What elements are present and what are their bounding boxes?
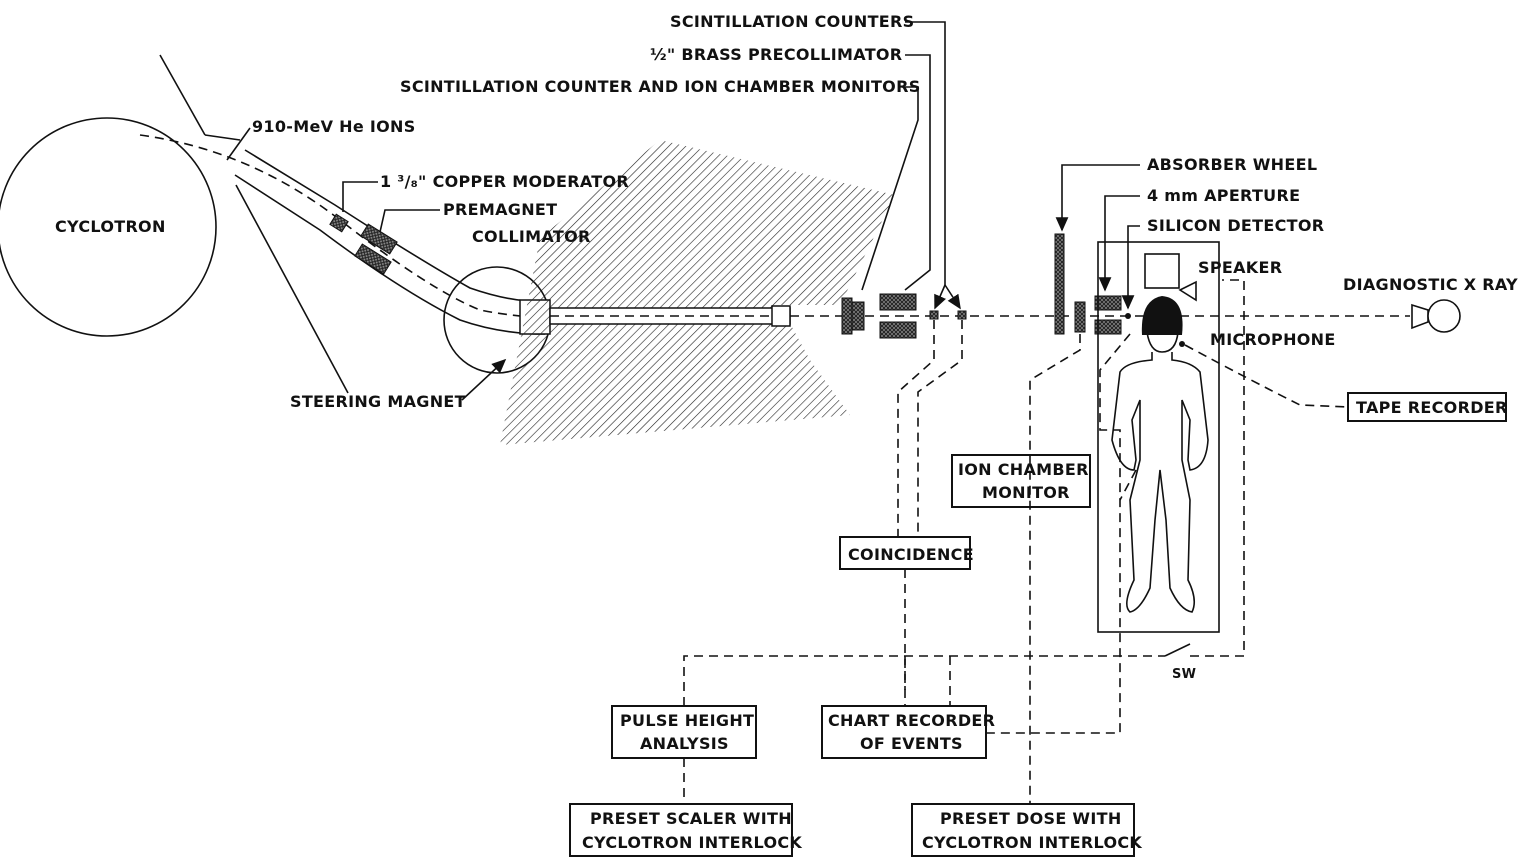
patient-face [1146,331,1179,353]
speaker-icon [1178,280,1197,302]
preset-scaler-box [569,803,793,857]
tape-recorder-box [1347,392,1507,422]
wire-scint2-coinc [917,320,963,537]
microphone-label: MICROPHONE [1210,330,1336,349]
premagnet-leader [379,209,440,233]
scint-ion-monitor-1 [841,297,853,335]
brass-precollimator-bottom [879,321,917,339]
scint-arrow-1 [934,284,946,310]
preset-scaler-label-1: PRESET SCALER WITH [590,809,792,828]
coincidence-label: COINCIDENCE [848,545,974,564]
switch-line [1164,643,1191,657]
cyclotron-label: CYCLOTRON [55,217,166,236]
shield-line-3 [235,184,349,394]
absorber-wheel [1054,233,1065,335]
scint-ion-monitor-2 [851,301,865,331]
speaker-label: SPEAKER [1198,258,1282,277]
scint-counter-2 [957,310,967,320]
xray-tube [1427,299,1461,333]
scintillation-counters-label: SCINTILLATION COUNTERS [670,12,914,31]
scint-counter-1 [929,310,939,320]
premagnet-label-1: PREMAGNET [443,200,557,219]
wall-pipe-end [771,305,791,327]
scint-arrow-2 [944,284,961,310]
he-ions-label: 910-MeV He IONS [252,117,416,136]
absorber-aux [1074,301,1086,333]
aperture-bottom [1094,319,1122,335]
chart-recorder-label-2: OF EVENTS [860,734,963,753]
wire-ion-dose [1029,334,1081,804]
premagnet-collimator-bottom [354,243,392,275]
absorber-wheel-label: ABSORBER WHEEL [1147,155,1317,174]
steering-magnet-leader [461,358,507,401]
microphone-icon [1179,341,1185,347]
shield-line-1 [159,54,206,136]
preset-dose-box [911,803,1135,857]
preset-dose-label-2: CYCLOTRON INTERLOCK [922,833,1142,852]
wire-switch-frame [1190,279,1245,657]
preset-dose-label-1: PRESET DOSE WITH [940,809,1122,828]
brass-precollimator-top [879,293,917,311]
copper-moderator [329,213,349,233]
wire-bus [683,655,1098,706]
beam-tube-upper [244,149,546,303]
counter-ion-monitors-leader [861,86,919,291]
tape-recorder-link [1184,344,1349,408]
wire-scint1-coinc [897,320,935,537]
silicon-detector-leader [1121,225,1140,310]
patient-frame [1097,241,1220,633]
patient-helmet [1141,296,1183,335]
silicon-detector [1125,313,1131,319]
diagnostic-xray-label: DIAGNOSTIC X RAY [1343,275,1518,294]
ion-chamber-label-1: ION CHAMBER [958,460,1089,479]
copper-moderator-leader [342,181,378,212]
preset-scaler-label-2: CYCLOTRON INTERLOCK [582,833,802,852]
tape-recorder-label: TAPE RECORDER [1356,398,1508,417]
beam-path-curve [139,134,561,319]
chart-recorder-label-1: CHART RECORDER [828,711,995,730]
brass-precollimator-leader [904,54,931,291]
premagnet-collimator-top [360,223,398,255]
steering-magnet-label: STEERING MAGNET [290,392,466,411]
chart-recorder-box [821,705,987,759]
silicon-detector-label: SILICON DETECTOR [1147,216,1324,235]
pulse-height-label-2: ANALYSIS [640,734,729,753]
wire-patient-hand [1119,469,1137,501]
speaker-box [1144,253,1180,289]
cyclotron-circle [0,117,217,337]
he-ions-leader [226,127,251,161]
ion-chamber-label-2: MONITOR [982,483,1070,502]
ion-chamber-box [951,454,1091,508]
copper-moderator-label: 1 ³/₈" COPPER MODERATOR [380,172,629,191]
shield-wall [500,140,895,445]
beam-tube-lower [234,174,546,335]
brass-precollimator-label: ½" BRASS PRECOLLIMATOR [650,45,902,64]
scintillation-counters-leader [905,21,946,285]
aperture-label: 4 mm APERTURE [1147,186,1300,205]
pulse-height-label-1: PULSE HEIGHT [620,711,754,730]
xray-cone [1411,303,1429,330]
patient-body [1111,352,1209,613]
switch-label: SW [1172,667,1196,682]
absorber-wheel-leader [1055,164,1140,232]
counter-ion-monitors-label: SCINTILLATION COUNTER AND ION CHAMBER MO… [400,77,921,96]
wire-silicon-chart [986,333,1131,734]
aperture-top [1094,295,1122,311]
aperture-leader [1098,195,1140,292]
shield-line-2 [204,134,241,141]
